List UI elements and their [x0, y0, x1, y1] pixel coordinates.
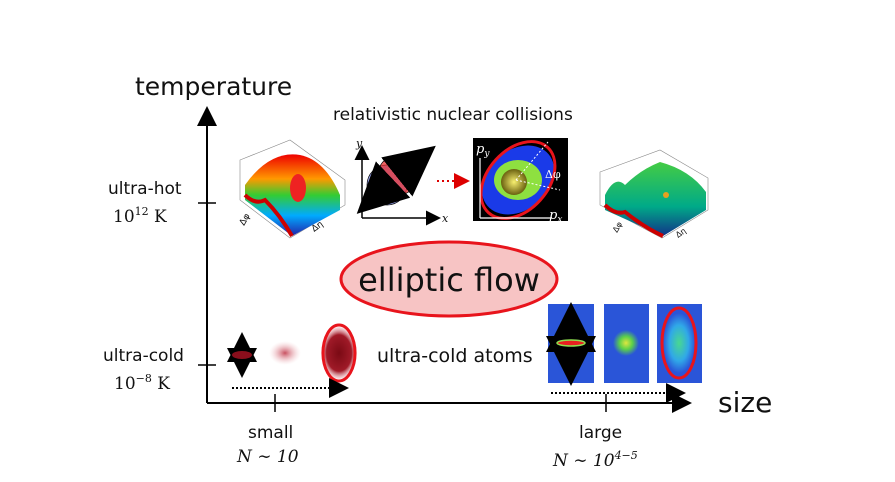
momentum-py-label: py [476, 142, 490, 159]
x-tick-label-large: large [579, 423, 622, 443]
plot1-dphi-label: Δφ [238, 212, 253, 228]
correlation-plot-central: Δφ Δη [238, 139, 346, 239]
momentum-px-label: px [549, 208, 562, 225]
y-tick-label-ultra-hot: ultra-hot [108, 179, 182, 199]
plot2-deta-label: Δη [674, 226, 688, 239]
y-tick-value-ultra-cold: 10−8 K [114, 372, 170, 394]
y-tick-value-ultra-hot: 1012 K [113, 205, 167, 227]
y-axis-label: temperature [135, 72, 292, 101]
x-tick-value-small: N ∼ 10 [236, 447, 299, 467]
large-atom-cloud-sequence [546, 302, 702, 403]
x-tick-value-large: N ∼ 104−5 [552, 449, 638, 471]
elliptic-flow-ellipse [339, 240, 559, 318]
x-axis-label: size [718, 386, 772, 419]
momentum-space-plot: py px Δφ [473, 138, 568, 225]
collision-x-label: x [442, 212, 449, 225]
ultra-cold-atoms-label: ultra-cold atoms [377, 345, 533, 367]
momentum-angle-label: Δφ [545, 168, 561, 181]
x-tick-label-small: small [248, 423, 293, 443]
collision-diagram: y x [354, 137, 449, 226]
small-atom-cloud-sequence [227, 323, 357, 398]
nuclear-collisions-title: relativistic nuclear collisions [333, 105, 573, 125]
plot2-dphi-label: Δφ [611, 220, 624, 234]
y-tick-label-ultra-cold: ultra-cold [103, 346, 184, 366]
elliptic-flow-label: elliptic flow [358, 261, 540, 299]
collision-y-label: y [355, 137, 363, 150]
correlation-plot-peripheral: Δφ Δη [599, 149, 709, 240]
